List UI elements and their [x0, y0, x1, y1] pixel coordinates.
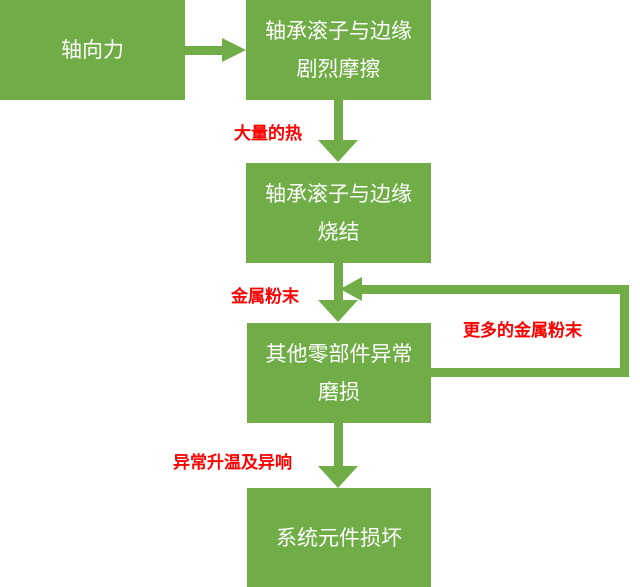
arrow-sintering-to-wear [318, 263, 358, 322]
edge-label-temp-noise: 异常升温及异响 [173, 453, 292, 473]
node-sintering: 轴承滚子与边缘烧结 [246, 163, 431, 263]
arrow-force-to-friction [185, 38, 246, 62]
edge-label-metal-powder: 金属粉末 [231, 287, 299, 307]
node-axial-force: 轴向力 [0, 0, 185, 100]
arrow-feedback-loop [340, 277, 629, 377]
edge-label-more-metal-powder: 更多的金属粉末 [463, 321, 582, 341]
node-system-damage: 系统元件损坏 [247, 488, 431, 587]
arrow-wear-to-damage [318, 423, 358, 488]
node-abnormal-wear: 其他零部件异常磨损 [247, 323, 431, 423]
edge-label-heat: 大量的热 [234, 124, 302, 144]
arrow-friction-to-sintering [318, 100, 358, 162]
node-friction: 轴承滚子与边缘剧烈摩擦 [246, 0, 431, 100]
